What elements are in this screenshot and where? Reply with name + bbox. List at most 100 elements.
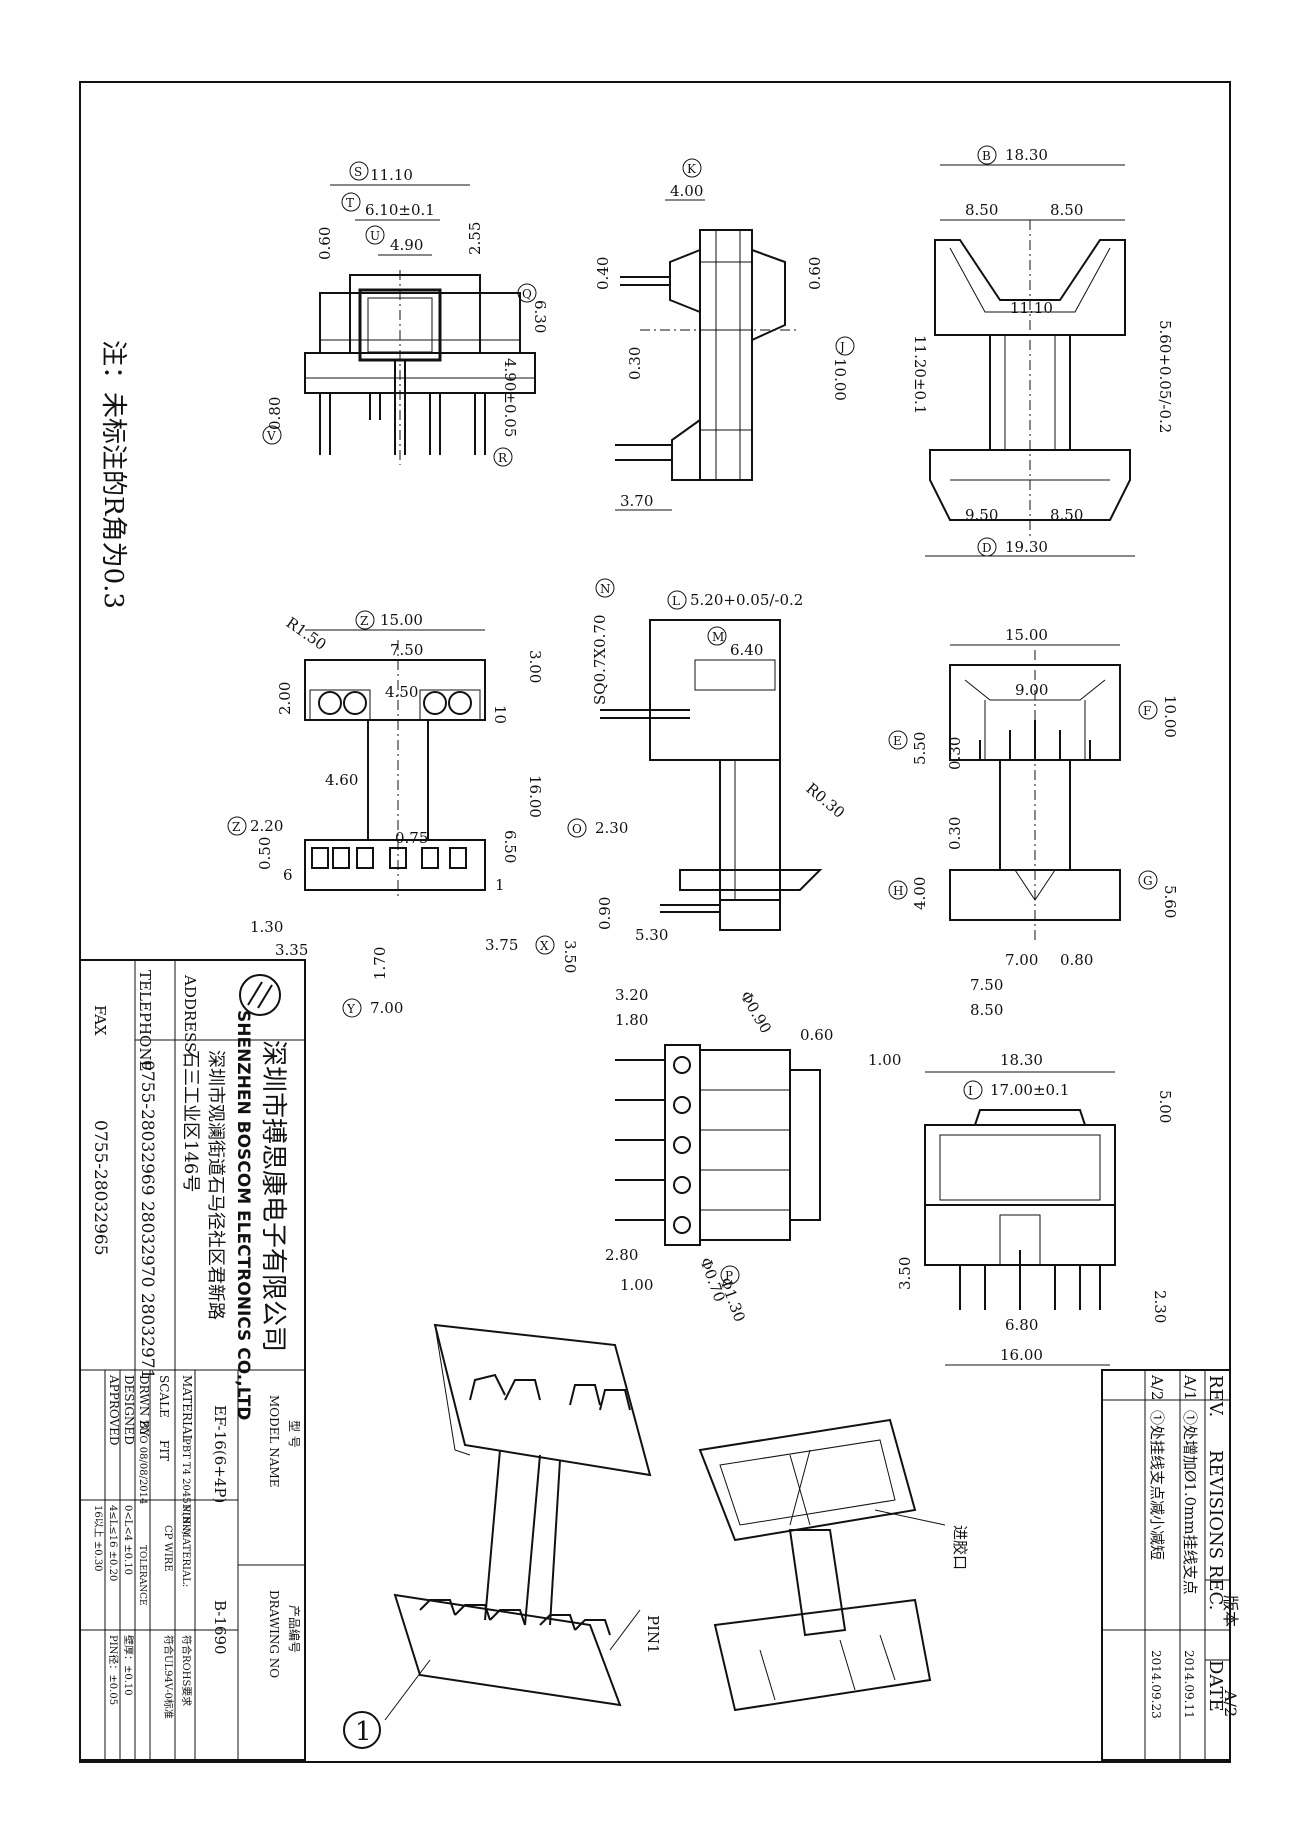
svg-text:11.10: 11.10 — [1010, 299, 1053, 317]
svg-text:0.80: 0.80 — [1060, 951, 1093, 969]
revision-block: REV. REVISIONS REC. DATE A/1 ①处增加Ø1.0mm挂… — [1101, 1369, 1231, 1761]
svg-text:4.00: 4.00 — [670, 182, 703, 200]
svg-text:D: D — [982, 541, 992, 555]
view-side-middle: N SQ0.7X0.70 L 5.20+0.05/-0.2 M 6.40 R0.… — [567, 578, 848, 944]
svg-text:REV.: REV. — [1205, 1375, 1226, 1417]
svg-text:MATERIAL: MATERIAL — [180, 1375, 194, 1443]
svg-text:2.80: 2.80 — [605, 1246, 638, 1264]
svg-text:5.60: 5.60 — [1161, 885, 1179, 918]
svg-text:Q: Q — [522, 287, 532, 301]
svg-text:19.30: 19.30 — [1005, 538, 1048, 556]
svg-text:PIN MATERIAL:: PIN MATERIAL: — [180, 1505, 191, 1587]
view-side-top: 4.00 0.40 0.30 0.60 10.00 3.70 K J — [594, 158, 855, 511]
svg-text:11.20±0.1: 11.20±0.1 — [911, 335, 929, 414]
svg-text:5.50: 5.50 — [911, 732, 929, 765]
svg-text:Z: Z — [232, 820, 240, 834]
svg-text:5.30: 5.30 — [635, 926, 668, 944]
svg-text:2.30: 2.30 — [595, 819, 628, 837]
callout-circle — [343, 1711, 381, 1749]
svg-text:A/1: A/1 — [1181, 1374, 1199, 1400]
svg-text:符合ROHS要求: 符合ROHS要求 — [180, 1635, 193, 1706]
svg-text:6.80: 6.80 — [1005, 1316, 1038, 1334]
svg-text:3.75: 3.75 — [485, 936, 518, 954]
svg-text:产品编号: 产品编号 — [287, 1605, 302, 1653]
svg-text:8.50: 8.50 — [970, 1001, 1003, 1019]
svg-text:6.30: 6.30 — [531, 300, 549, 333]
svg-text:11.10: 11.10 — [370, 166, 413, 184]
svg-text:0.30: 0.30 — [946, 817, 964, 850]
svg-text:0.90: 0.90 — [596, 897, 614, 930]
svg-text:PBT T4 2045N(BK): PBT T4 2045N(BK) — [180, 1438, 191, 1535]
svg-text:DATE: DATE — [1205, 1660, 1226, 1712]
svg-text:0.60: 0.60 — [806, 257, 824, 290]
svg-text:5.60+0.05/-0.2: 5.60+0.05/-0.2 — [1156, 320, 1174, 433]
svg-text:5.00: 5.00 — [1156, 1090, 1174, 1123]
svg-text:4.90±0.05: 4.90±0.05 — [501, 358, 519, 437]
svg-text:18.30: 18.30 — [1005, 146, 1048, 164]
svg-text:4.60: 4.60 — [325, 771, 358, 789]
svg-text:1.00: 1.00 — [868, 1051, 901, 1069]
svg-text:5.20+0.05/-0.2: 5.20+0.05/-0.2 — [690, 591, 803, 609]
svg-text:DESIGNED: DESIGNED — [122, 1375, 136, 1445]
svg-text:3.00: 3.00 — [526, 650, 544, 683]
svg-text:1: 1 — [495, 876, 505, 894]
svg-text:0.40: 0.40 — [594, 257, 612, 290]
svg-text:4.00: 4.00 — [911, 877, 929, 910]
svg-text:壁厚：±0.10: 壁厚：±0.10 — [122, 1635, 135, 1696]
svg-text:Y: Y — [346, 1002, 356, 1016]
svg-text:6.10±0.1: 6.10±0.1 — [365, 201, 435, 219]
svg-text:A/2: A/2 — [1148, 1374, 1166, 1400]
isometric-view-left: PIN1 1 — [343, 1323, 662, 1749]
svg-text:REVISIONS REC.: REVISIONS REC. — [1205, 1450, 1226, 1610]
svg-text:16以上 ±0.30: 16以上 ±0.30 — [92, 1505, 104, 1572]
svg-text:T: T — [346, 196, 354, 210]
svg-text:①处挂线支点减小减短: ①处挂线支点减小减短 — [1148, 1410, 1166, 1560]
svg-text:4≤L≤16 ±0.20: 4≤L≤16 ±0.20 — [107, 1505, 118, 1581]
svg-text:L: L — [672, 594, 680, 608]
svg-text:1.30: 1.30 — [250, 918, 283, 936]
view-front-bottom: 1.00 18.30 I 17.00±0.1 5.00 3.50 6.80 16… — [868, 1051, 1174, 1366]
svg-text:TOLERANCE: TOLERANCE — [137, 1545, 147, 1606]
svg-text:H: H — [893, 884, 903, 898]
svg-text:CP WIRE: CP WIRE — [162, 1525, 173, 1572]
svg-text:10.00: 10.00 — [831, 358, 849, 401]
svg-text:型 号: 型 号 — [287, 1420, 301, 1448]
version-box: 版本 A/2 — [1204, 1579, 1240, 1761]
svg-text:SCALE: SCALE — [157, 1375, 171, 1418]
svg-text:1.70: 1.70 — [371, 947, 389, 980]
svg-text:ZUO 08/08/2014: ZUO 08/08/2014 — [137, 1420, 148, 1504]
svg-text:符合UL94V-0标准: 符合UL94V-0标准 — [162, 1635, 175, 1719]
svg-text:9.00: 9.00 — [1015, 681, 1048, 699]
isometric-view-right: 进胶口 — [698, 1418, 969, 1712]
svg-text:DRWN BY: DRWN BY — [137, 1375, 151, 1438]
svg-text:18.30: 18.30 — [1000, 1051, 1043, 1069]
svg-text:8.50: 8.50 — [965, 201, 998, 219]
svg-text:3.50: 3.50 — [561, 940, 579, 973]
svg-text:TELEPHONE: TELEPHONE — [136, 970, 154, 1071]
svg-text:4.50: 4.50 — [385, 683, 418, 701]
svg-text:G: G — [1143, 874, 1153, 888]
svg-text:3.20: 3.20 — [615, 986, 648, 1004]
svg-text:P: P — [725, 1269, 733, 1283]
svg-text:FAX: FAX — [91, 1005, 109, 1036]
svg-text:3.70: 3.70 — [620, 492, 653, 510]
svg-text:F: F — [1143, 704, 1151, 718]
svg-text:K: K — [687, 162, 697, 176]
svg-text:8.50: 8.50 — [1050, 201, 1083, 219]
svg-text:7.00: 7.00 — [1005, 951, 1038, 969]
svg-text:16.00: 16.00 — [526, 775, 544, 818]
svg-text:2014.09.11: 2014.09.11 — [1182, 1650, 1196, 1719]
svg-text:DRAWING NO: DRAWING NO — [267, 1590, 281, 1678]
svg-text:7.00: 7.00 — [370, 999, 403, 1017]
svg-text:V: V — [266, 429, 276, 443]
svg-text:深圳市观澜街道石马径社区君新路: 深圳市观澜街道石马径社区君新路 — [205, 1050, 226, 1320]
svg-text:0.80: 0.80 — [266, 397, 284, 430]
svg-text:1: 1 — [355, 1717, 372, 1747]
svg-text:8.50: 8.50 — [1050, 506, 1083, 524]
drawing-frame — [79, 81, 1231, 1763]
svg-text:2014.09.23: 2014.09.23 — [1149, 1650, 1163, 1719]
svg-text:0.50: 0.50 — [256, 837, 274, 870]
svg-text:6.50: 6.50 — [501, 830, 519, 863]
svg-text:15.00: 15.00 — [1005, 626, 1048, 644]
svg-text:EF-16(6+4P): EF-16(6+4P) — [211, 1405, 229, 1503]
